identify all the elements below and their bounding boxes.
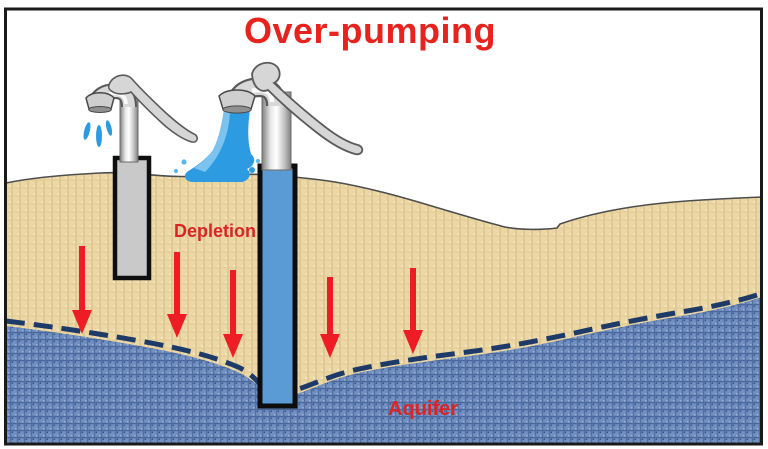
hand-pump-dry	[83, 74, 198, 281]
water-splash	[173, 109, 260, 182]
water-table-dashed-line	[5, 291, 761, 394]
pump-handle	[107, 74, 198, 143]
aquifer-label: Aquifer	[388, 398, 458, 420]
diagram-border	[4, 7, 763, 446]
depletion-arrow	[223, 270, 243, 358]
water-drips	[83, 120, 113, 147]
depletion-arrow	[403, 268, 423, 354]
active-well-casing	[257, 163, 298, 409]
hand-pump-active	[218, 61, 364, 409]
dry-well-casing	[112, 155, 152, 281]
depletion-arrow	[167, 252, 187, 338]
diagram-title: Over-pumping	[243, 10, 496, 51]
pump-handle	[251, 61, 364, 156]
depletion-arrow	[72, 246, 92, 334]
depletion-arrow	[320, 277, 340, 358]
depletion-label: Depletion	[174, 221, 257, 241]
depletion-arrows	[72, 246, 423, 358]
aquifer-layer	[6, 297, 762, 444]
